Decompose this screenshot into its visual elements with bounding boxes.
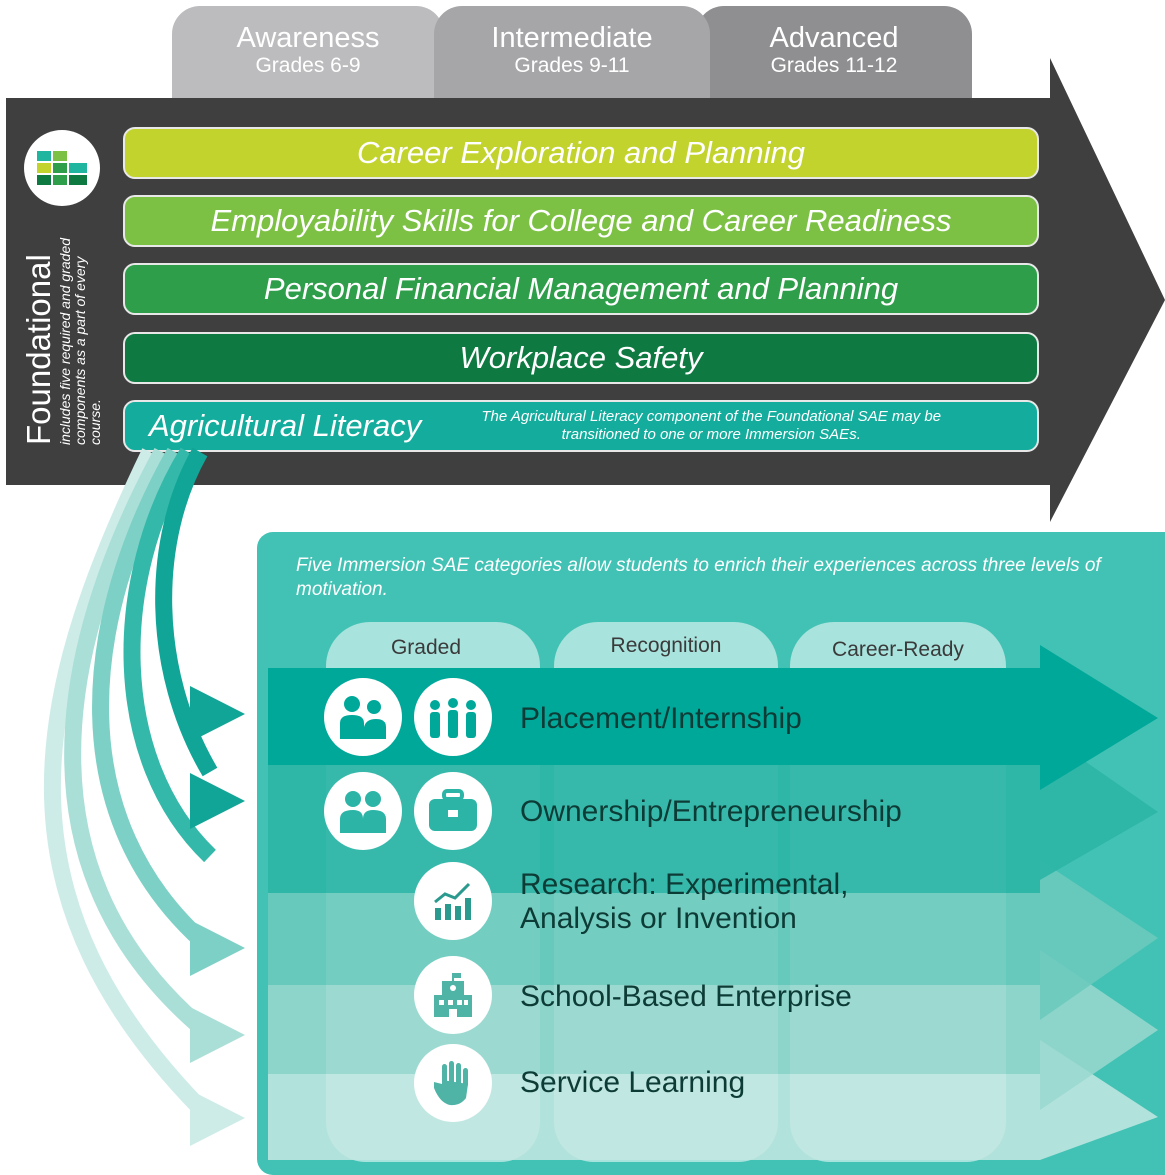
briefcase-icon	[414, 772, 492, 850]
category-research-line2: Analysis or Invention	[520, 902, 797, 935]
tab-grades: Grades 9-11	[514, 54, 630, 77]
tab-grades: Grades 6-9	[255, 54, 361, 77]
category-service-learning: Service Learning	[520, 1066, 746, 1099]
tab-level: Intermediate	[491, 22, 653, 54]
column-head-graded: Graded	[390, 636, 462, 659]
tab-grades: Grades 11-12	[770, 54, 898, 77]
column-head-career-ready: Career-Ready	[832, 638, 964, 661]
column-head-recognition: Recognition	[610, 634, 722, 657]
category-ownership: Ownership/Entrepreneurship	[520, 795, 902, 828]
component-employability: Employability Skills for College and Car…	[123, 195, 1039, 247]
mentor-icon	[324, 678, 402, 756]
hand-icon	[414, 1044, 492, 1122]
foundational-blocks-icon	[24, 130, 100, 206]
chart-icon	[414, 862, 492, 940]
ag-literacy-note: The Agricultural Literacy component of t…	[481, 408, 942, 443]
tab-level: Advanced	[769, 22, 899, 54]
component-label: Workplace Safety	[459, 340, 703, 375]
component-label: Career Exploration and Planning	[356, 135, 806, 170]
tab-awareness: Awareness Grades 6-9	[172, 6, 444, 106]
component-label: Personal Financial Management and Planni…	[263, 271, 899, 306]
component-ag-literacy: Agricultural Literacy The Agricultural L…	[123, 400, 1039, 452]
category-placement: Placement/Internship	[520, 702, 802, 735]
category-research: Research: Experimental, Analysis or Inve…	[520, 868, 848, 936]
component-label: Agricultural Literacy	[149, 408, 422, 443]
tab-intermediate: Intermediate Grades 9-11	[434, 6, 710, 106]
component-workplace-safety: Workplace Safety	[123, 332, 1039, 384]
category-research-line1: Research: Experimental,	[520, 868, 849, 901]
category-school-based: School-Based Enterprise	[520, 980, 852, 1013]
partners-icon	[324, 772, 402, 850]
immersion-intro: Five Immersion SAE categories allow stud…	[296, 555, 1101, 600]
component-career-exploration: Career Exploration and Planning	[123, 127, 1039, 179]
school-icon	[414, 956, 492, 1034]
group-icon	[414, 678, 492, 756]
tab-level: Awareness	[236, 22, 380, 54]
component-label: Employability Skills for College and Car…	[210, 203, 952, 238]
component-financial: Personal Financial Management and Planni…	[123, 263, 1039, 315]
tab-advanced: Advanced Grades 11-12	[696, 6, 972, 106]
